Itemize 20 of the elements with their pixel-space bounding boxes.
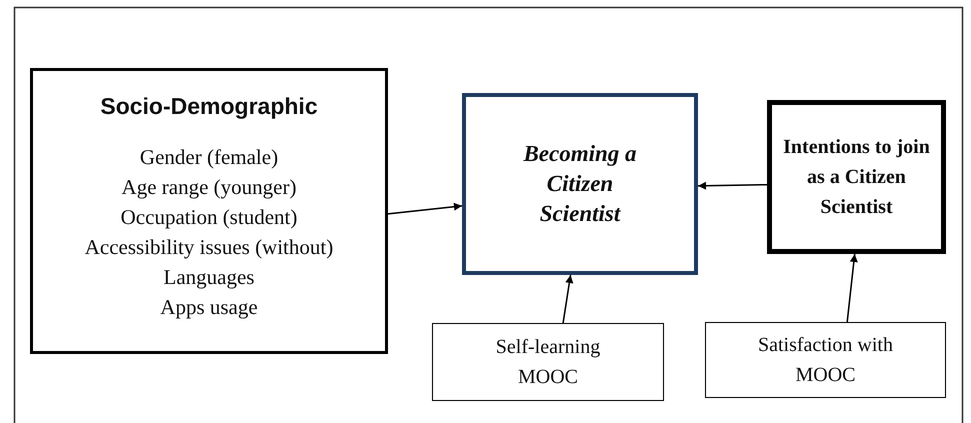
factor-text: Accessibility issues (without) xyxy=(84,234,334,261)
arrow xyxy=(698,182,768,190)
factor-text: Occupation (student) xyxy=(120,204,298,231)
box-text: Intentions to join as a Citizen Scientist xyxy=(782,135,931,220)
factor-text: Apps usage xyxy=(160,294,258,321)
concept-box xyxy=(462,93,698,275)
concept-box xyxy=(30,68,388,354)
arrow xyxy=(562,274,574,324)
box-heading: Socio-Demographic xyxy=(100,93,318,120)
box-text: Self-learning MOOC xyxy=(494,335,602,390)
factor-text: Age range (younger) xyxy=(122,174,296,201)
box-text: Satisfaction with MOOC xyxy=(757,333,894,388)
factor-text: Gender (female) xyxy=(140,144,278,171)
concept-box xyxy=(705,322,946,398)
arrow xyxy=(388,202,462,215)
concept-box xyxy=(767,100,946,254)
box-text: Becoming a Citizen Scientist xyxy=(522,140,638,228)
arrow xyxy=(846,254,858,322)
factor-text: Languages xyxy=(164,264,254,291)
concept-box xyxy=(432,323,664,401)
